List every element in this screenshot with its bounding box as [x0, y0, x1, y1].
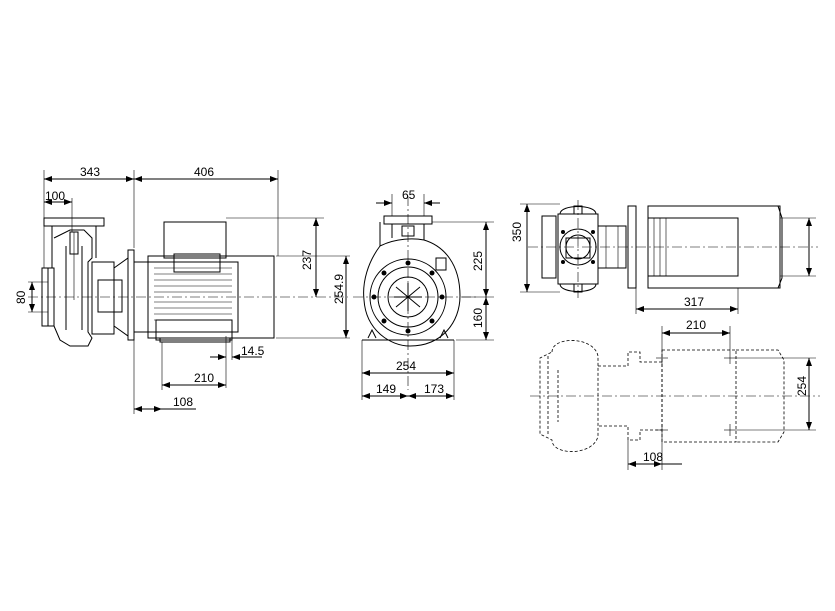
dim-plan-210: 210 [686, 318, 706, 332]
dim-100: 100 [45, 189, 65, 203]
dim-317: 317 [684, 295, 704, 309]
dim-406: 406 [194, 165, 214, 179]
dim-350: 350 [510, 222, 524, 242]
dim-plan-254: 254 [795, 376, 809, 396]
front-view: 65 225 160 254 149 173 [353, 188, 494, 400]
dim-254-9: 254.9 [332, 274, 346, 304]
dim-173: 173 [424, 382, 444, 396]
dim-225: 225 [471, 251, 485, 271]
foot-plan-view: 210 254 108 [530, 318, 820, 470]
dim-65: 65 [402, 188, 416, 202]
dim-210: 210 [194, 371, 214, 385]
dim-plan-108: 108 [643, 450, 663, 464]
side-view: 343 100 406 237 254.9 80 14.5 210 [14, 165, 350, 414]
dim-160: 160 [471, 308, 485, 328]
dim-108: 108 [173, 395, 193, 409]
dim-80: 80 [14, 290, 28, 304]
dim-14-5: 14.5 [241, 344, 265, 358]
dim-343: 343 [80, 165, 100, 179]
top-view: 350 317 [510, 200, 818, 314]
dim-149: 149 [376, 382, 396, 396]
dim-237: 237 [300, 250, 314, 270]
dim-254: 254 [396, 359, 416, 373]
